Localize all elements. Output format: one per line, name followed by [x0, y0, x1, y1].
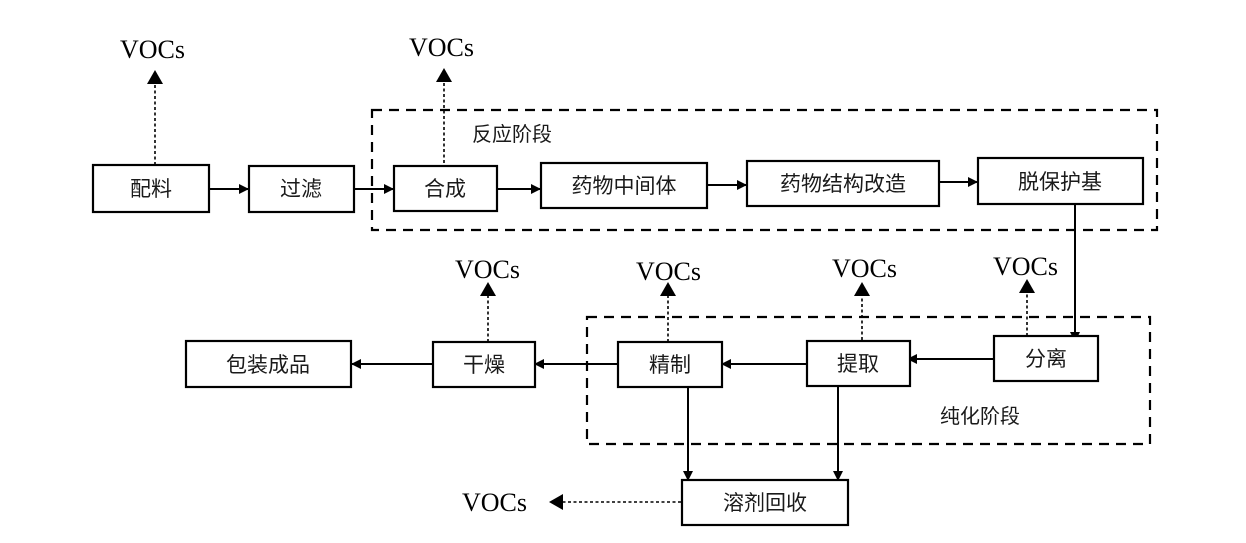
node-hecheng: 合成	[392, 164, 499, 213]
node-label: 合成	[424, 177, 466, 201]
node-peiliao: 配料	[91, 163, 211, 214]
purification-stage: 纯化阶段	[585, 315, 1152, 446]
node-label: 药物结构改造	[780, 172, 906, 196]
voc-labels: VOCs VOCs VOCs VOCs VOCs VOCs VOCs	[120, 33, 1058, 517]
voc-label-ganzao: VOCs	[455, 255, 520, 284]
voc-label-peiliao: VOCs	[120, 35, 185, 64]
node-label: 配料	[130, 177, 172, 201]
node-jiegou: 药物结构改造	[745, 159, 941, 208]
flow-arrows	[209, 177, 1080, 481]
node-label: 脱保护基	[1018, 170, 1102, 194]
reaction-stage: 反应阶段	[370, 108, 1159, 232]
node-ganzao: 干燥	[431, 340, 537, 389]
node-label: 溶剂回收	[723, 491, 807, 515]
node-label: 包装成品	[226, 353, 310, 377]
voc-label-hecheng: VOCs	[409, 33, 474, 62]
node-jingzhi: 精制	[616, 340, 724, 389]
node-rongji: 溶剂回收	[680, 478, 850, 527]
emission-arrows	[147, 68, 1035, 510]
node-zhongjianti: 药物中间体	[539, 161, 709, 210]
node-guolv: 过滤	[247, 164, 356, 214]
reaction-stage-boundary	[370, 108, 1159, 232]
reaction-stage-label: 反应阶段	[472, 122, 552, 146]
voc-label-tiqu: VOCs	[832, 254, 897, 283]
node-tiqu: 提取	[805, 339, 912, 388]
node-label: 分离	[1025, 347, 1067, 371]
voc-label-fenli: VOCs	[993, 252, 1058, 281]
node-label: 过滤	[280, 177, 322, 201]
node-label: 药物中间体	[572, 174, 677, 198]
voc-label-rongji: VOCs	[462, 488, 527, 517]
node-label: 提取	[837, 352, 879, 376]
node-label: 干燥	[463, 353, 505, 377]
voc-label-jingzhi: VOCs	[636, 257, 701, 286]
node-tuobaohu: 脱保护基	[976, 156, 1145, 206]
node-fenli: 分离	[992, 334, 1100, 383]
purification-stage-label: 纯化阶段	[940, 404, 1020, 428]
node-baozhuang: 包装成品	[184, 339, 353, 389]
node-label: 精制	[649, 353, 691, 377]
purification-stage-boundary	[585, 315, 1152, 446]
